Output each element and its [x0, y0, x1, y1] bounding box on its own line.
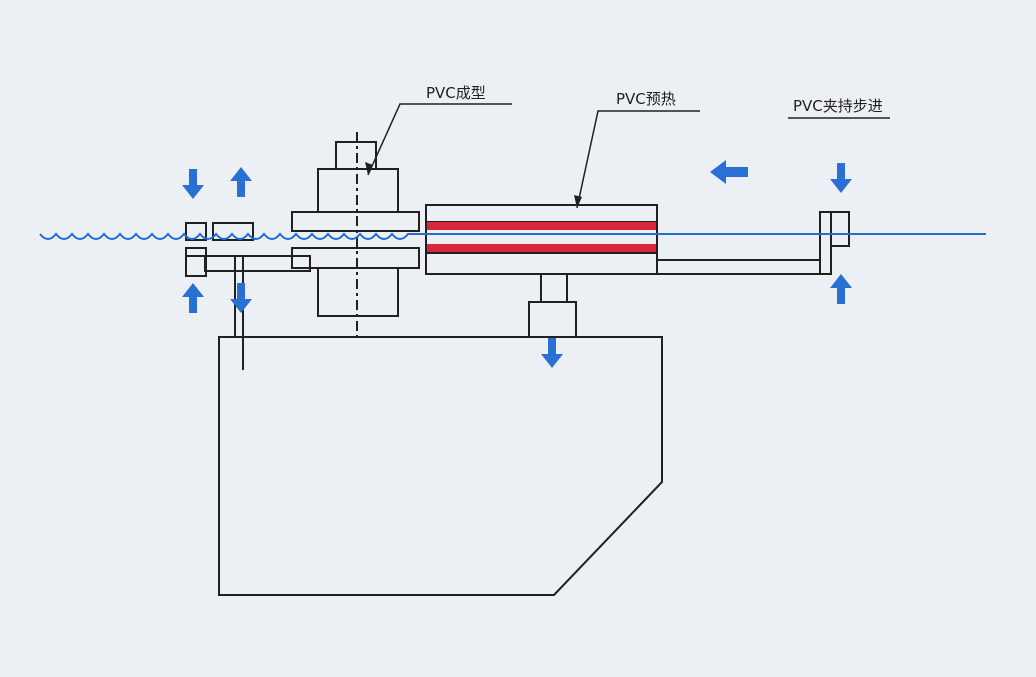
preheat-label: PVC预热 [616, 90, 676, 108]
upper-heater [426, 222, 657, 230]
second-clamp-top-up-arrow [230, 167, 252, 197]
motion-arrows [182, 160, 852, 368]
machine-base [218, 336, 663, 596]
step-clamp [656, 211, 850, 275]
left-clamp-bottom-up-arrow [182, 283, 204, 313]
forming-label: PVC成型 [426, 84, 486, 102]
step-clamp-top-down-arrow [830, 163, 852, 193]
second-clamp-bottom-down-arrow [230, 283, 252, 313]
preheat-unit [425, 204, 658, 338]
first-clamp [185, 222, 207, 277]
pvc-sheet [39, 232, 986, 240]
second-clamp [212, 222, 254, 370]
leader-lines [367, 103, 890, 209]
lower-heater [426, 244, 657, 253]
clamp-step-label: PVC夹持步进 [793, 97, 883, 115]
heater-lower-down-arrow [541, 338, 563, 368]
left-clamp-top-down-arrow [182, 169, 204, 199]
forming-die [291, 132, 420, 337]
feed-direction-left-arrow [710, 160, 748, 184]
step-clamp-bottom-up-arrow [830, 274, 852, 304]
